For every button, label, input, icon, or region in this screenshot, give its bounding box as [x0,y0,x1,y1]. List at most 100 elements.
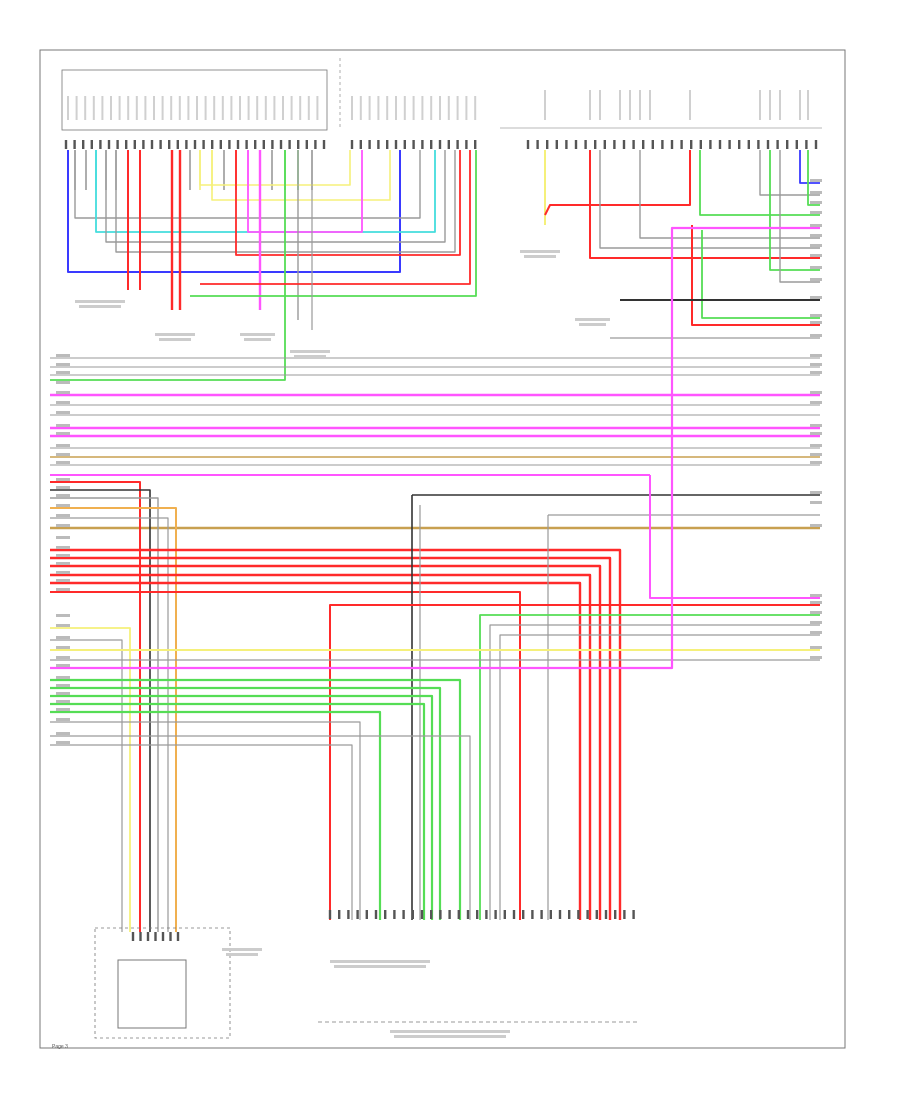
connector-pin [73,140,76,149]
connector-pin [64,140,68,149]
wire-label [56,478,70,481]
connector-pin [394,140,398,149]
connector-pin [168,140,171,149]
wire-label [810,224,822,227]
connector-pin [622,140,626,149]
wire-label [56,692,70,695]
wire-label [56,391,70,394]
component-caption [222,948,262,951]
component-caption [244,338,271,341]
connector-pin [350,140,354,149]
connector-pin [159,140,162,149]
connector-pin [632,910,635,919]
component-caption [524,255,556,258]
pin-label [153,96,155,120]
wire [95,150,436,233]
pin-label [316,96,319,120]
pin-label [178,96,181,120]
wire [50,744,353,920]
connector-pin [558,910,562,919]
wire [479,614,820,920]
wire [50,497,159,932]
wire-label [56,579,70,582]
connector-pin [485,910,488,919]
connector-pin [439,910,442,919]
pin-label [273,96,276,120]
connector-pin [709,140,712,149]
wire-label [810,278,822,281]
connector-pin [522,910,525,919]
wire [50,639,123,932]
wire-label [56,432,70,435]
connector-pin [421,140,424,149]
wire [50,678,462,920]
connector-pin [786,140,789,149]
pin-label [769,90,771,120]
wire [50,721,361,920]
connector-pin [403,140,406,149]
wire-label [810,179,822,182]
pin-label [377,96,380,120]
wire-labels [56,90,822,1038]
connector-pin [574,140,578,149]
wire-label [56,536,70,539]
wire-label [56,444,70,447]
connector-pin [565,140,568,149]
pin-label [619,90,621,120]
pin-label [307,96,310,120]
component-caption [579,323,606,326]
wire [759,150,820,196]
wire-label [56,646,70,649]
wire [50,627,131,932]
connector-pin [402,910,405,919]
component-box-bottom-left [94,927,231,1039]
pin-label [447,96,450,120]
pin-label [351,96,353,120]
wire [799,150,820,184]
connector-pin [430,910,433,919]
connector-pin [795,140,798,149]
connector-pin [185,140,188,149]
connector-pin [728,140,731,149]
pin-label [204,96,207,120]
page-frame [39,49,846,1049]
connector-pin [555,140,558,149]
wire-label [56,700,70,703]
component-box-top-left [61,69,328,131]
pin-label [84,96,87,120]
wire-label [56,588,70,591]
connector-pin [594,140,597,149]
wire [67,150,401,273]
component-inner-box [117,959,187,1029]
pin-label [386,96,389,120]
connector-pin [494,910,497,919]
wire [499,634,820,920]
component-caption [155,333,195,336]
pin-label [421,96,424,120]
connector-pin [245,140,248,149]
connector-pin [133,140,136,149]
connector-pin [202,140,205,149]
pin-label [170,96,173,120]
wire [50,556,612,920]
connector-pin [116,140,119,149]
pin-label [544,90,546,120]
wire-label [810,601,822,604]
wire-label [56,656,70,659]
component-caption [159,338,191,341]
connector-pin [465,140,468,149]
wire-label [810,244,822,247]
wire-label [810,524,822,527]
connector-pin [254,140,257,149]
wire-label [810,334,822,337]
pin-label [101,96,104,120]
wire-label [56,708,70,711]
pin-label [118,96,121,120]
connector-pin [228,140,231,149]
wire-label [56,453,70,456]
connector-pin [568,910,571,919]
connector-pin [651,140,654,149]
connector-pin [365,910,368,919]
wire-label [810,656,822,659]
